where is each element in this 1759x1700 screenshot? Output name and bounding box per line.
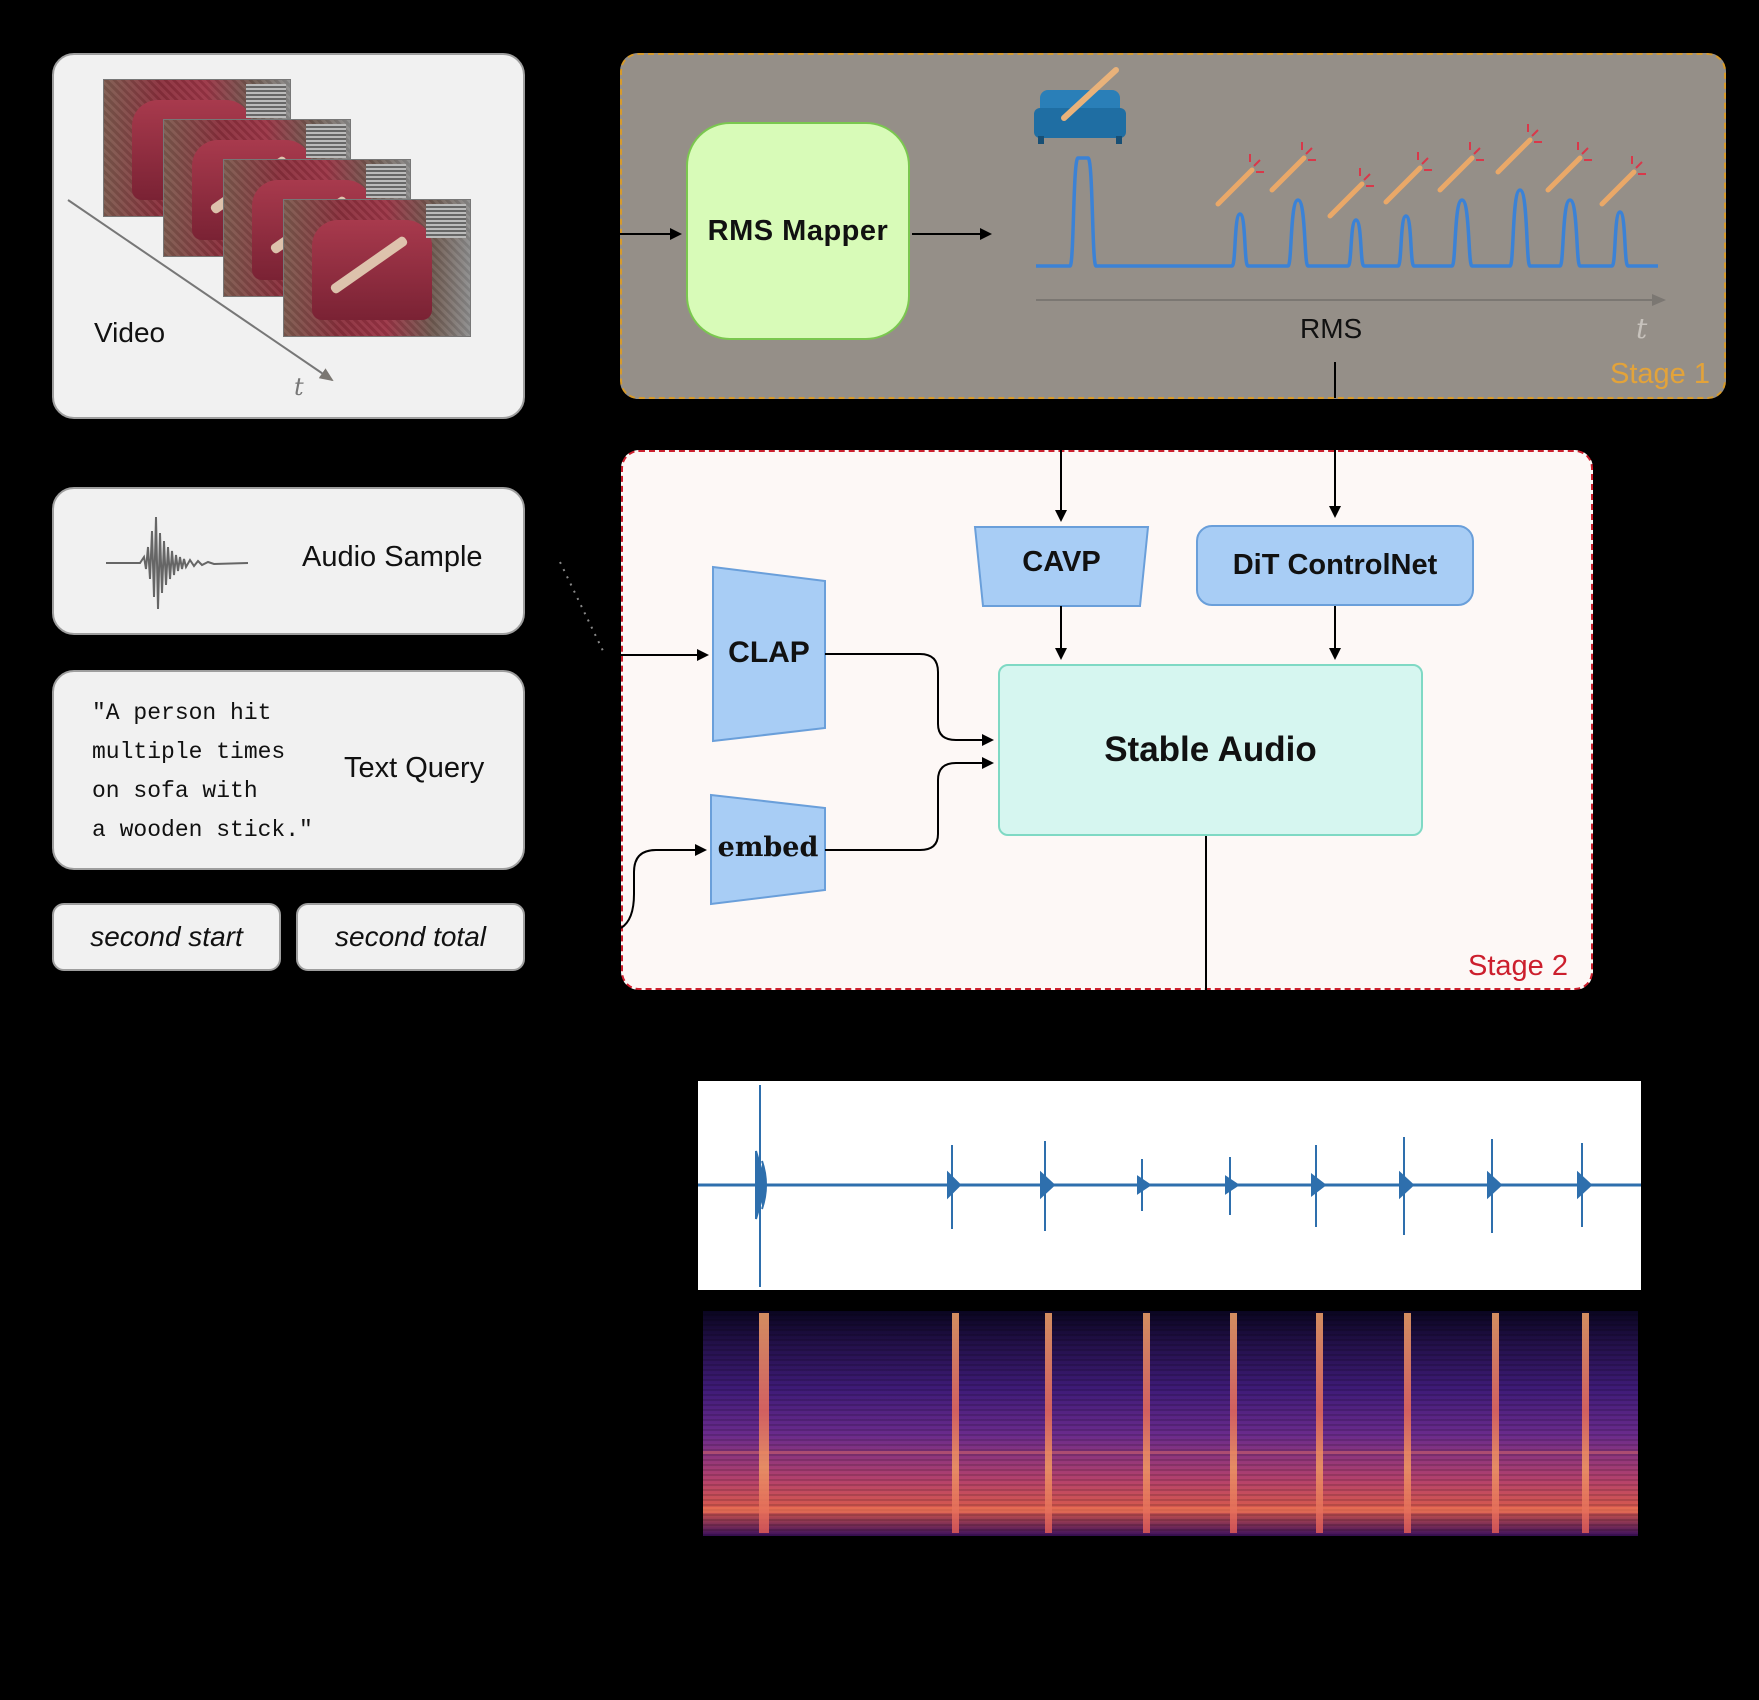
embed-encoder (710, 793, 826, 906)
output-waveform (698, 1085, 1641, 1287)
audio-waveform-icon (106, 516, 249, 610)
rms-mapper-box: RMS Mapper (686, 122, 910, 340)
second-total-card: second total (296, 903, 525, 971)
audio-sample-card: Audio Sample (52, 487, 525, 635)
embed-label: embed (717, 832, 819, 863)
sofa-icon (1034, 67, 1126, 144)
output-spectrogram (703, 1311, 1638, 1536)
stable-audio-box: Stable Audio (998, 664, 1423, 836)
cavp-encoder (973, 526, 1150, 607)
spark-icons (1249, 124, 1646, 187)
second-start-card: second start (52, 903, 281, 971)
cavp-label: CAVP (1022, 546, 1101, 578)
audio-sample-label: Audio Sample (302, 541, 483, 573)
text-query-line-1: "A person hit (92, 700, 272, 726)
output-waveform-panel (698, 1081, 1641, 1290)
video-frame-4 (283, 199, 471, 337)
text-query-line-3: on sofa with (92, 778, 258, 804)
stage1-name: Stage 1 (1610, 358, 1710, 390)
text-query-label: Text Query (344, 752, 485, 784)
stage2-name: Stage 2 (1468, 950, 1568, 982)
rms-label: RMS (1300, 313, 1363, 344)
text-query-card: "A person hit multiple times on sofa wit… (52, 670, 525, 870)
rms-time-axis-label: t (1636, 312, 1648, 345)
rms-curve (1036, 156, 1658, 268)
video-time-axis-label: t (294, 373, 304, 401)
dit-controlnet-box: DiT ControlNet (1196, 525, 1474, 606)
stick-hit-icons (1215, 137, 1637, 219)
clap-label: CLAP (728, 636, 810, 669)
video-card: Video t (52, 53, 525, 419)
text-query-line-4: a wooden stick." (92, 817, 313, 843)
clap-encoder (712, 565, 826, 743)
text-query-line-2: multiple times (92, 739, 286, 765)
video-label: Video (94, 317, 166, 348)
